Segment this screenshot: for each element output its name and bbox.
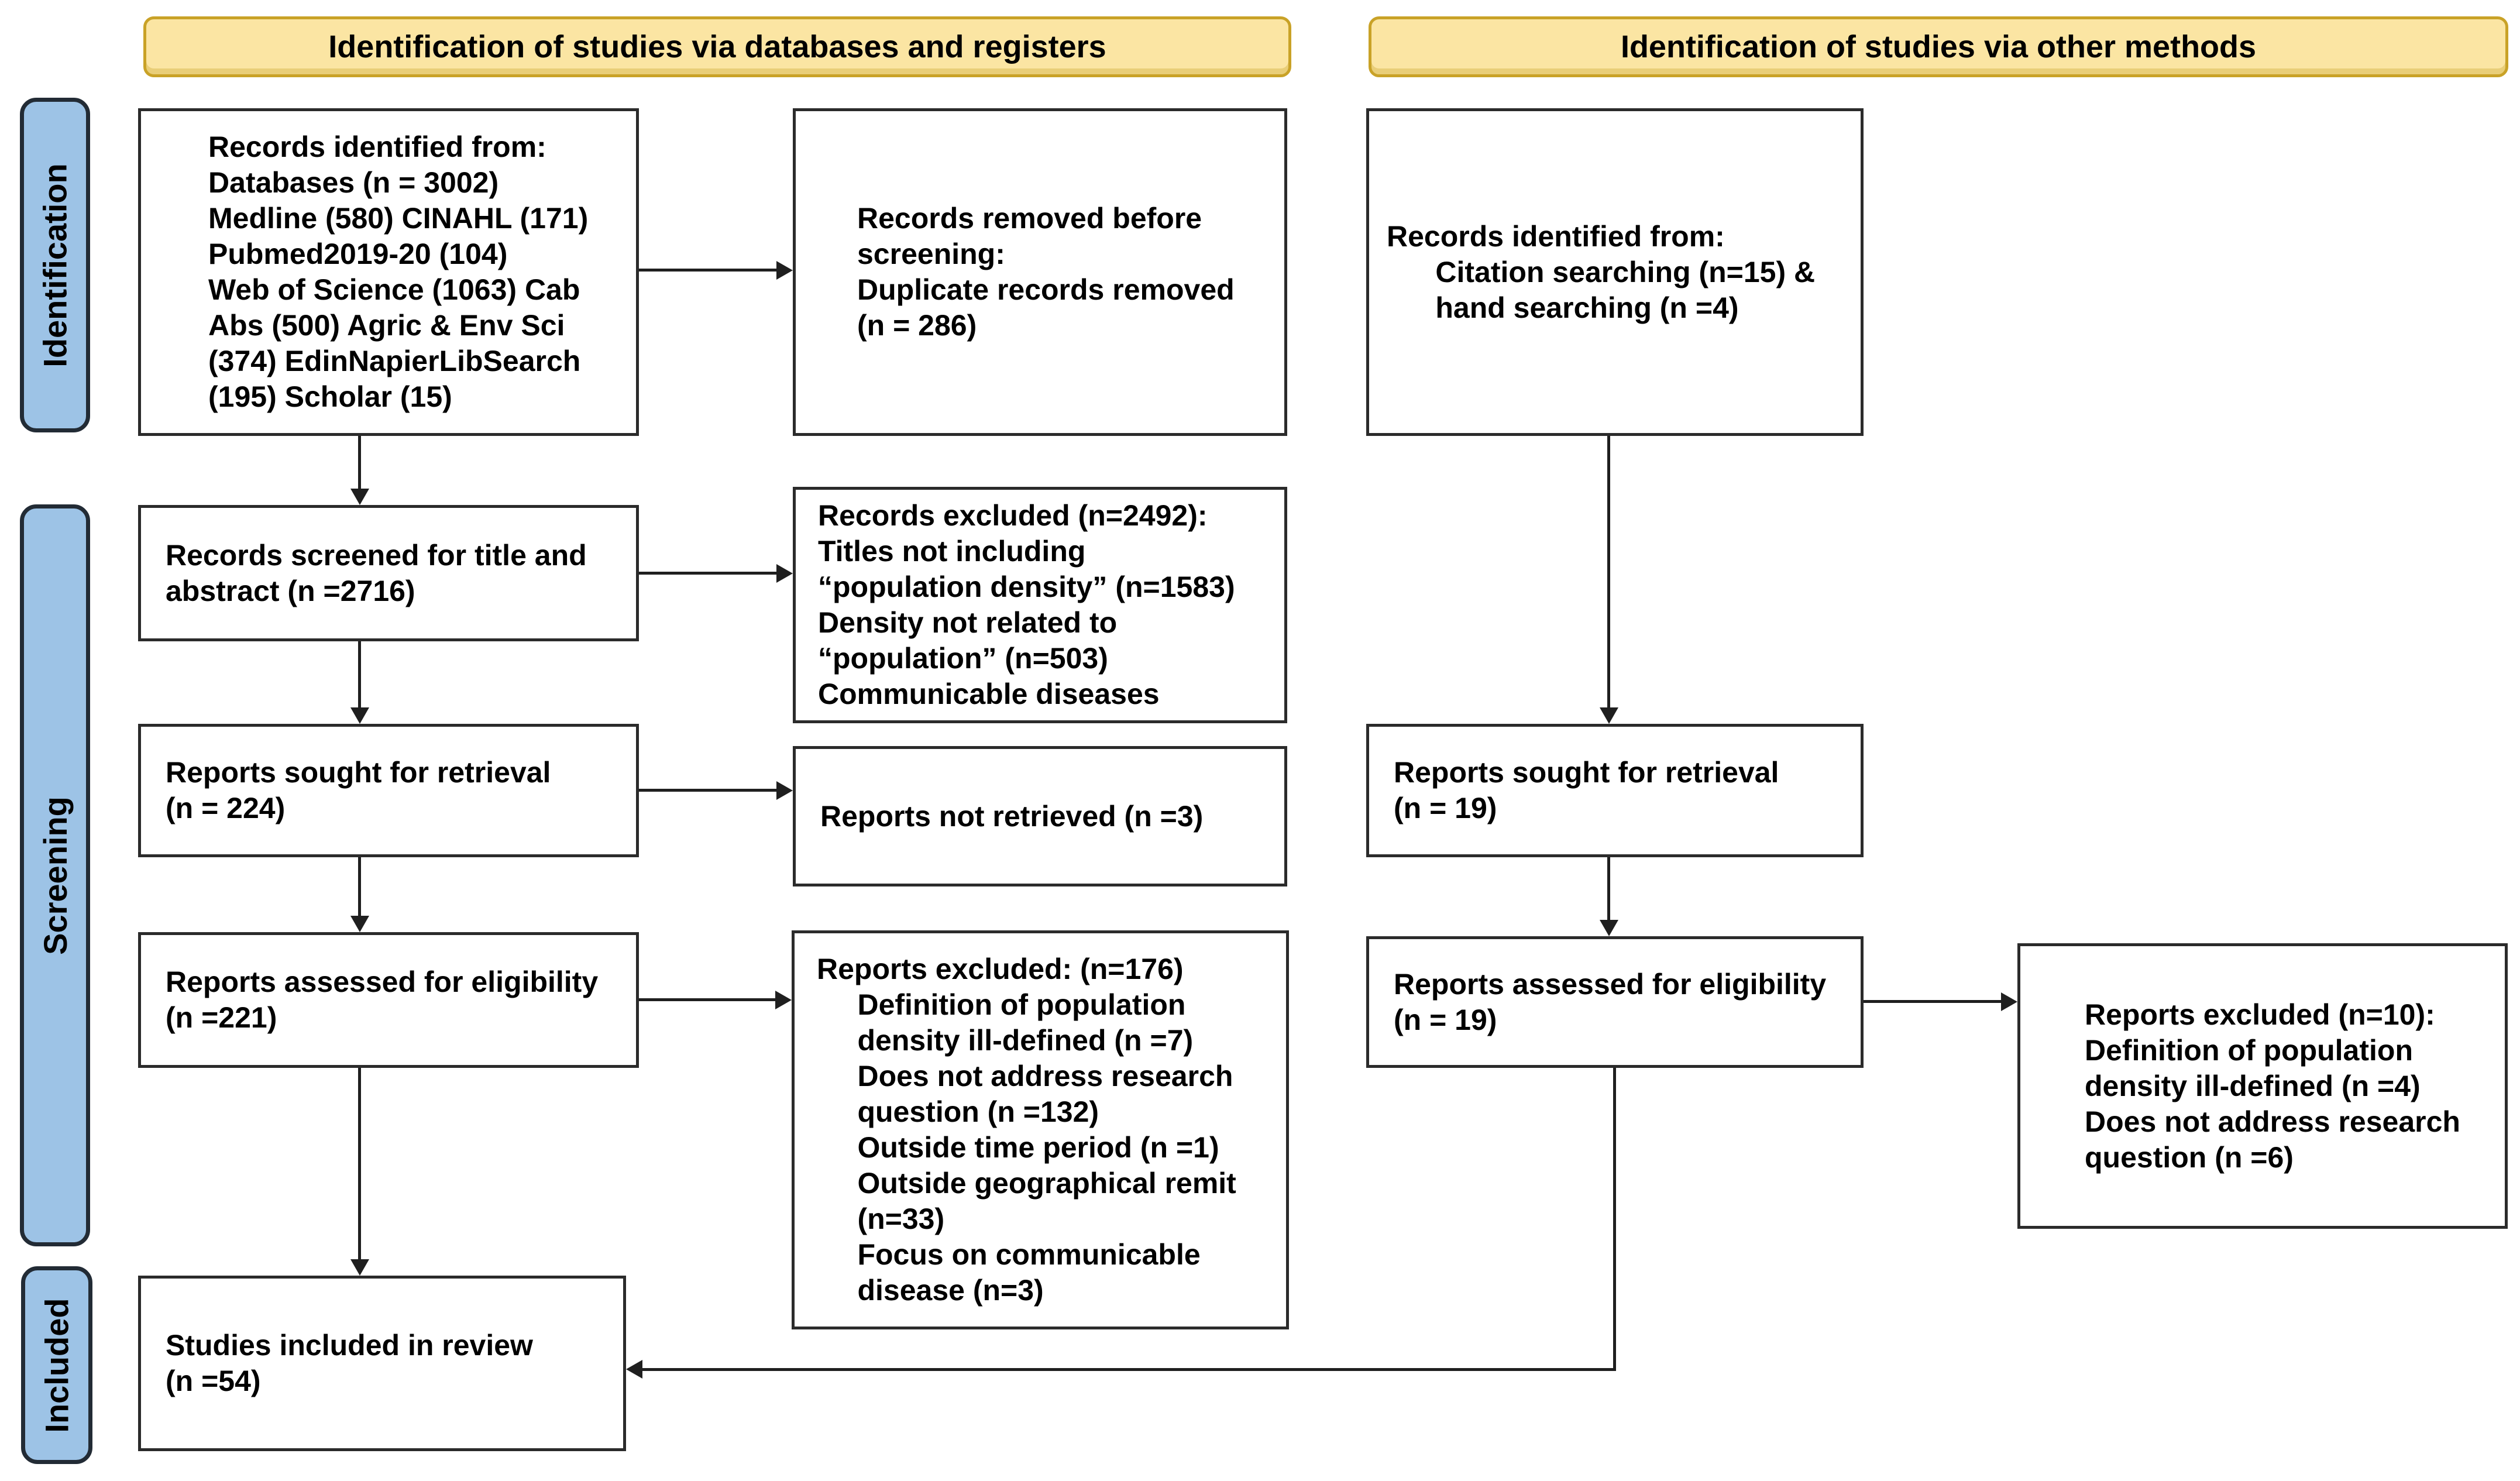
box-records-excluded: Records excluded (n=2492): Titles not in…: [793, 487, 1287, 723]
header-other-methods-label: Identification of studies via other meth…: [1620, 29, 2257, 64]
box-records-screened: Records screened for title and abstract …: [138, 505, 639, 641]
box-reports-excluded: Reports excluded: (n=176) Definition of …: [792, 930, 1289, 1329]
header-databases-registers: Identification of studies via databases …: [143, 16, 1291, 77]
box-reports-excluded-other-text: Reports excluded (n=10): Definition of p…: [2085, 998, 2460, 1174]
sidebar-identification: Identification: [20, 98, 90, 432]
box-reports-sought: Reports sought for retrieval (n = 224): [138, 724, 639, 857]
sidebar-screening: Screening: [20, 504, 90, 1246]
box-records-excluded-text: Records excluded (n=2492): Titles not in…: [818, 499, 1235, 710]
box-reports-sought-other-text: Reports sought for retrieval (n = 19): [1394, 756, 1779, 824]
box-reports-sought-other: Reports sought for retrieval (n = 19): [1366, 724, 1864, 857]
box-reports-assessed-other: Reports assessed for eligibility (n = 19…: [1366, 936, 1864, 1068]
box-reports-assessed-other-text: Reports assessed for eligibility (n = 19…: [1394, 967, 1827, 1036]
sidebar-identification-label: Identification: [36, 163, 74, 367]
box-reports-assessed-text: Reports assessed for eligibility (n =221…: [166, 965, 599, 1034]
header-other-methods: Identification of studies via other meth…: [1369, 16, 2508, 77]
box-reports-sought-text: Reports sought for retrieval (n = 224): [166, 756, 551, 824]
box-records-identified-databases: Records identified from: Databases (n = …: [138, 108, 639, 436]
sidebar-included-label: Included: [38, 1297, 75, 1433]
box-studies-included-text: Studies included in review (n =54): [166, 1329, 533, 1397]
box-reports-excluded-text: Reports excluded: (n=176) Definition of …: [817, 953, 1236, 1307]
box-records-screened-text: Records screened for title and abstract …: [166, 538, 587, 607]
box-records-removed: Records removed before screening: Duplic…: [793, 108, 1287, 436]
box-records-identified-other-text: Records identified from: Citation search…: [1387, 219, 1816, 324]
sidebar-screening-label: Screening: [36, 796, 74, 955]
box-reports-excluded-other: Reports excluded (n=10): Definition of p…: [2017, 943, 2508, 1229]
box-records-identified-databases-text: Records identified from: Databases (n = …: [208, 130, 589, 413]
box-records-removed-text: Records removed before screening: Duplic…: [857, 202, 1235, 342]
box-studies-included: Studies included in review (n =54): [138, 1276, 626, 1451]
box-reports-assessed: Reports assessed for eligibility (n =221…: [138, 932, 639, 1068]
box-records-identified-other: Records identified from: Citation search…: [1366, 108, 1864, 436]
box-reports-not-retrieved: Reports not retrieved (n =3): [793, 746, 1287, 886]
sidebar-included: Included: [21, 1266, 92, 1464]
header-databases-registers-label: Identification of studies via databases …: [328, 29, 1106, 64]
box-reports-not-retrieved-text: Reports not retrieved (n =3): [820, 799, 1204, 833]
